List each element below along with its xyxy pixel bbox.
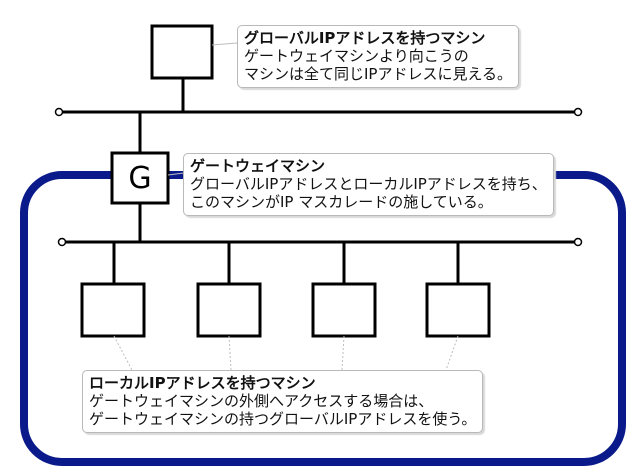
global-callout-title: グローバルIPアドレスを持つマシン [244, 29, 486, 47]
local-callout-title: ローカルIPアドレスを持つマシン [89, 374, 316, 392]
local-machine-1-box [80, 282, 146, 338]
gateway-callout-line-1: グローバルIPアドレスとローカルIPアドレスを持ち、 [190, 175, 547, 193]
local-bus-right-terminator [573, 237, 583, 247]
local-callout-leader-4 [445, 335, 459, 371]
local-machine-3-box [311, 282, 377, 338]
gateway-machine-callout: ゲートウェイマシン グローバルIPアドレスとローカルIPアドレスを持ち、 このマ… [183, 153, 554, 216]
local-callout-leader-3 [341, 335, 345, 371]
local-callout-line-2: ゲートウェイマシンの持つグローバルIPアドレスを使う。 [89, 410, 477, 428]
gateway-callout-title: ゲートウェイマシン [190, 157, 326, 175]
global-callout-line-2: マシンは全て同じIPアドレスに見える。 [244, 65, 513, 83]
global-bus-right-terminator [573, 107, 583, 117]
global-callout-leader [211, 42, 238, 46]
local-machine-4-box [425, 282, 491, 338]
global-callout-line-1: ゲートウェイマシンより向こうの [244, 47, 469, 65]
local-bus-left-terminator [57, 237, 67, 247]
gateway-label: G [128, 160, 152, 196]
local-machine-2-box [196, 282, 262, 338]
gateway-machine-box [110, 151, 170, 205]
global-bus-left-terminator [54, 107, 64, 117]
global-machine-box [150, 24, 214, 80]
gateway-callout-line-2: このマシンがIP マスカレードの施している。 [190, 193, 493, 211]
local-callout-line-1: ゲートウェイマシンの外側へアクセスする場合は、 [89, 392, 434, 410]
local-callout-leader-1 [113, 335, 133, 371]
local-machine-callout: ローカルIPアドレスを持つマシン ゲートウェイマシンの外側へアクセスする場合は、… [82, 370, 484, 433]
local-callout-leader-2 [228, 335, 232, 371]
gateway-callout-leader [167, 172, 185, 176]
global-machine-callout: グローバルIPアドレスを持つマシン ゲートウェイマシンより向こうの マシンは全て… [237, 25, 520, 88]
